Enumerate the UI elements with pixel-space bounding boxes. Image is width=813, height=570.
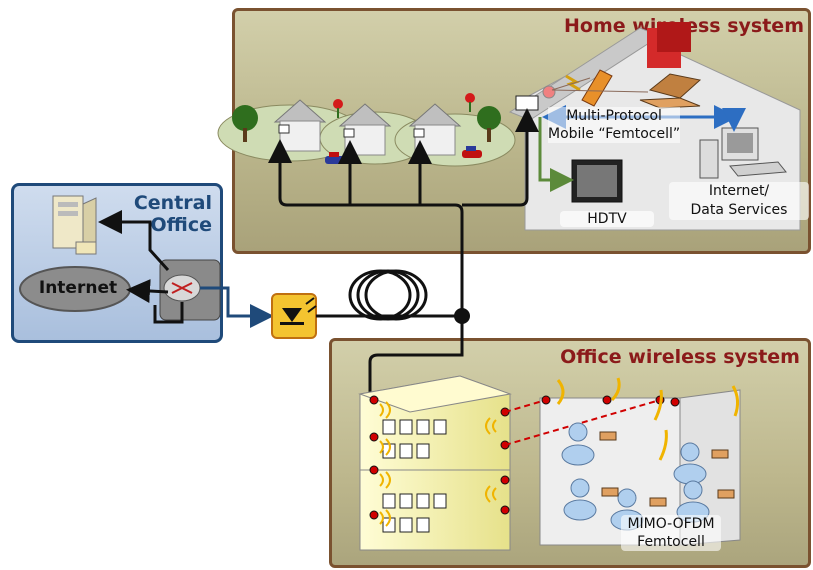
- tree-icon: [232, 105, 258, 142]
- central-office-links: [98, 210, 184, 324]
- central-title-line2: Office: [150, 214, 213, 236]
- optical-transceiver-icon: [271, 293, 317, 339]
- central-office-title: Central Office: [134, 192, 212, 236]
- fiber-spool: [348, 269, 428, 321]
- office-panel-title: Office wireless system: [560, 346, 800, 368]
- office-building: [358, 375, 512, 551]
- home-femtocell-device: [515, 85, 556, 111]
- internet-data-services-label: Internet/ Data Services: [669, 182, 809, 220]
- flower-icon: [465, 93, 475, 112]
- house-icon: [408, 103, 462, 156]
- hdtv-label: HDTV: [560, 211, 654, 227]
- office-room: [504, 377, 741, 546]
- flower-icon: [333, 99, 343, 118]
- house-icon: [338, 103, 392, 156]
- tree-icon: [477, 106, 501, 142]
- home-femtocell-label: Multi-Protocol Mobile “Femtocell”: [548, 107, 681, 143]
- car-icon: [462, 146, 482, 158]
- hdtv-icon: [571, 159, 623, 203]
- home-fiber-links: [268, 108, 539, 316]
- office-laptop-icon: [599, 431, 735, 507]
- desktop-computer-icon: [699, 127, 787, 179]
- office-femtocell-label-line2: Femtocell: [637, 534, 705, 550]
- internet-cloud-label: Internet: [38, 278, 118, 298]
- office-femtocell-label: MIMO-OFDM Femtocell: [621, 515, 721, 551]
- home-femtocell-label-line2: Mobile “Femtocell”: [548, 126, 681, 142]
- internet-label-line2: Data Services: [690, 202, 788, 218]
- home-femtocell-label-line1: Multi-Protocol: [566, 108, 662, 124]
- internet-label-line1: Internet/: [708, 183, 770, 199]
- central-title-line1: Central: [133, 192, 212, 214]
- office-fiber-link: [368, 316, 464, 530]
- office-femtocell-label-line1: MIMO-OFDM: [627, 516, 715, 532]
- router-icon: [159, 259, 221, 321]
- server-icon: [52, 195, 97, 255]
